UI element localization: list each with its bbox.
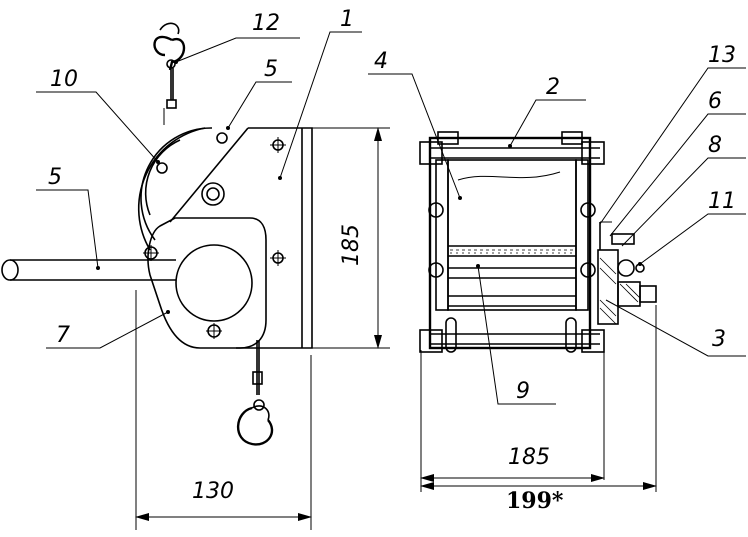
- callout-6: 6: [708, 89, 722, 114]
- callout-4: 4: [374, 49, 388, 74]
- gear-housing: [143, 217, 267, 349]
- callout-5-top: 5: [264, 57, 278, 82]
- brake-assembly: [597, 221, 657, 325]
- callout-2: 2: [546, 75, 560, 100]
- callout-5-left: 5: [48, 165, 62, 190]
- callout-7: 7: [56, 323, 70, 348]
- drum-disc: [137, 127, 228, 251]
- dimension-width-185: 185: [508, 445, 550, 470]
- callout-12: 12: [252, 11, 280, 36]
- leader-dots: [96, 60, 642, 314]
- callout-8: 8: [708, 133, 722, 158]
- callout-3: 3: [712, 327, 726, 352]
- lower-hook: [236, 340, 274, 446]
- dimension-width-130: 130: [192, 479, 234, 504]
- callout-13: 13: [708, 43, 736, 68]
- upper-hook: [153, 22, 186, 125]
- drum: [428, 159, 596, 353]
- side-view: [1, 22, 390, 530]
- side-plate: [169, 127, 313, 349]
- leader-lines: [36, 31, 746, 405]
- dimension-height-185: 185: [339, 224, 364, 266]
- front-view: [419, 131, 657, 492]
- callout-11: 11: [708, 189, 736, 214]
- dimension-overall-199: 199*: [506, 488, 564, 514]
- handle: [1, 259, 176, 281]
- callout-9: 9: [516, 379, 530, 404]
- callout-1: 1: [340, 7, 354, 32]
- callout-10: 10: [50, 67, 78, 92]
